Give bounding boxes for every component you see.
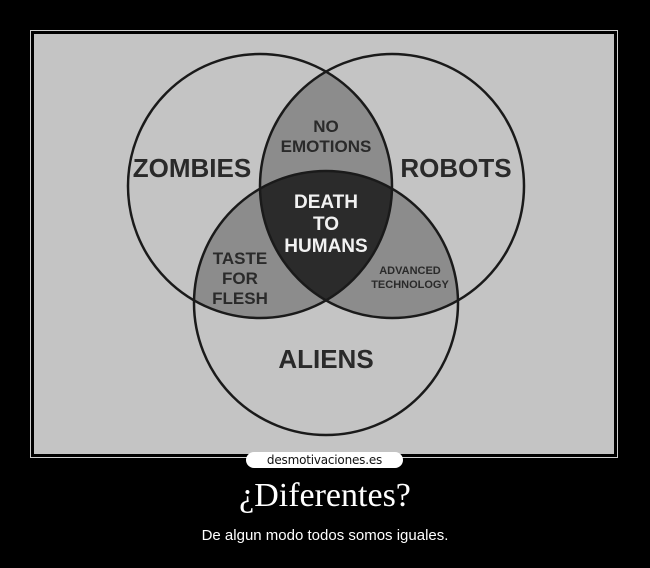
robots-circle xyxy=(258,52,526,320)
poster-subtitle: De algun modo todos somos iguales. xyxy=(201,527,449,544)
taste-for-flesh-line-3: FLESH xyxy=(212,289,268,308)
taste-for-flesh-line-1: TASTE xyxy=(213,249,267,268)
zombies-label: ZOMBIES xyxy=(133,153,251,183)
advanced-technology-line-2: TECHNOLOGY xyxy=(371,279,449,291)
advanced-technology-line-1: ADVANCED xyxy=(379,265,441,277)
venn-diagram: ZOMBIES ROBOTS ALIENS NO EMOTIONS DEATH … xyxy=(34,34,614,454)
death-to-humans-line-1: DEATH xyxy=(294,192,358,213)
venn-svg: ZOMBIES ROBOTS ALIENS NO EMOTIONS DEATH … xyxy=(126,52,526,437)
no-emotions-line-2: EMOTIONS xyxy=(281,137,372,156)
zombies-circle xyxy=(126,52,394,320)
poster-title: ¿Diferentes? xyxy=(239,477,411,514)
site-watermark: desmotivaciones.es xyxy=(246,452,403,468)
death-to-humans-line-3: HUMANS xyxy=(284,236,367,257)
aliens-label: ALIENS xyxy=(278,344,373,374)
aliens-circle xyxy=(192,169,460,437)
poster-frame: ZOMBIES ROBOTS ALIENS NO EMOTIONS DEATH … xyxy=(30,30,618,458)
taste-for-flesh-line-2: FOR xyxy=(222,269,258,288)
robots-label: ROBOTS xyxy=(400,153,511,183)
no-emotions-line-1: NO xyxy=(313,117,339,136)
death-to-humans-line-2: TO xyxy=(313,214,339,235)
